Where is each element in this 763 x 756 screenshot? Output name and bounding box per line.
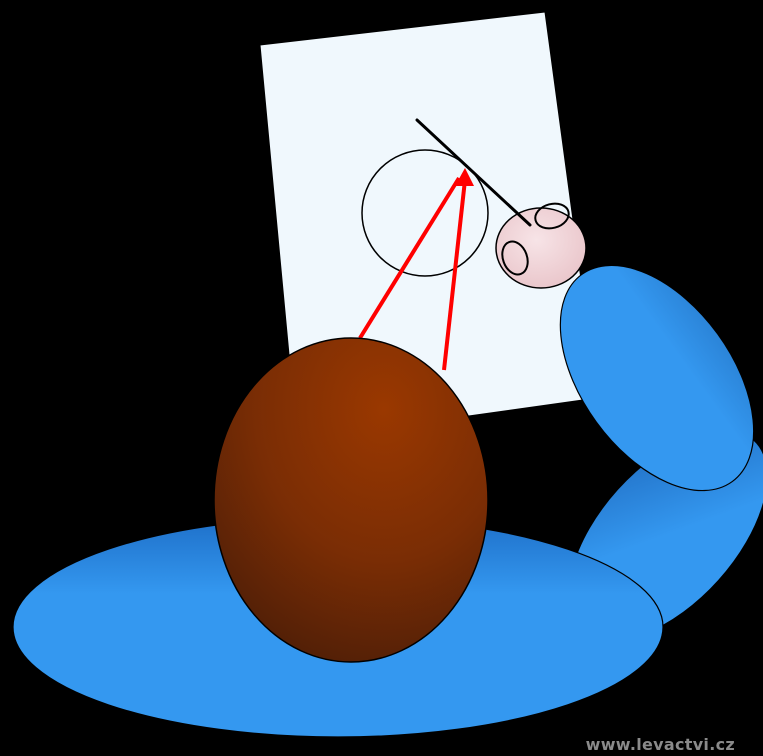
hand — [496, 208, 586, 288]
head — [214, 338, 488, 662]
watermark-text: www.levactvi.cz — [586, 735, 735, 754]
